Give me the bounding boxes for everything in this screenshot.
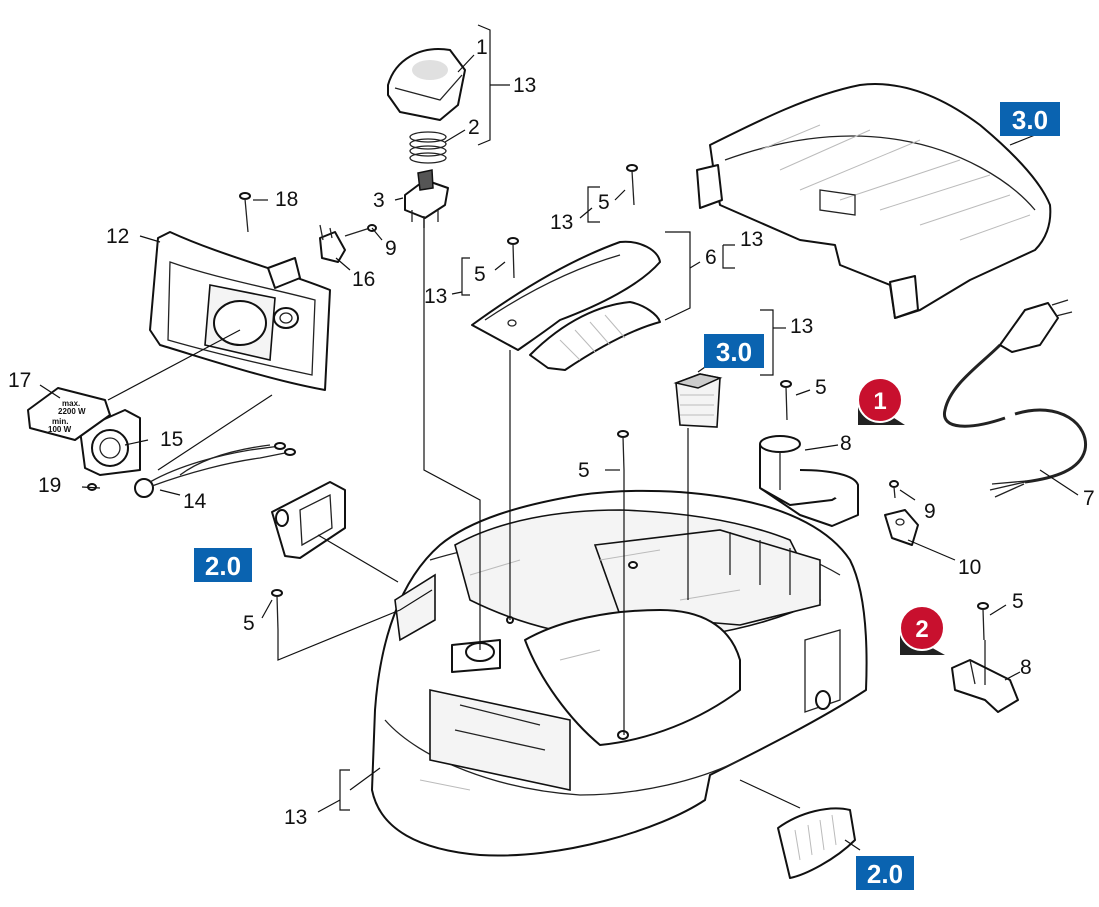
marker-2: 2 — [899, 605, 945, 655]
callout-8-a: 8 — [840, 432, 852, 455]
marker-2-text: 2 — [915, 616, 928, 643]
callout-14: 14 — [183, 490, 207, 513]
badge-3-0-mid-text: 3.0 — [716, 337, 752, 367]
callout-18: 18 — [275, 188, 298, 211]
handle-cover-upper — [471, 240, 661, 351]
callout-10: 10 — [958, 556, 981, 579]
badge-2-0-left[interactable]: 2.0 — [194, 548, 252, 582]
callout-9-b: 9 — [924, 500, 936, 523]
screw-9-right — [889, 480, 899, 499]
callout-5-e: 5 — [1012, 590, 1024, 613]
push-switch — [404, 169, 449, 228]
callout-12: 12 — [106, 225, 129, 248]
callout-5-a: 5 — [598, 191, 610, 214]
screw-18 — [239, 192, 251, 233]
marker-1-text: 1 — [873, 388, 886, 415]
badge-3-0-top-text: 3.0 — [1012, 105, 1048, 135]
callout-13-d: 13 — [790, 315, 813, 338]
badge-3-0-mid[interactable]: 3.0 — [704, 334, 764, 368]
callout-5-f: 5 — [243, 612, 255, 635]
callout-16: 16 — [352, 268, 375, 291]
screw-5-right — [780, 380, 792, 421]
callout-13-c: 13 — [740, 228, 763, 251]
badge-2-0-bottom[interactable]: 2.0 — [856, 856, 914, 890]
screw-5-lower-left — [271, 589, 283, 631]
callout-8-b: 8 — [1020, 656, 1032, 679]
holder-clip — [884, 509, 919, 546]
socket-cap: max. 2200 W min. 100 W — [27, 387, 111, 441]
power-cable — [943, 299, 1088, 498]
badge-2-0-left-text: 2.0 — [205, 551, 241, 581]
callout-labels: 1 2 3 13 18 12 9 16 13 5 5 13 6 13 13 5 … — [8, 36, 1095, 829]
base-housing — [371, 489, 868, 857]
callout-13-a: 13 — [550, 211, 573, 234]
handle-cover-lower — [529, 301, 661, 371]
callout-17: 17 — [8, 369, 31, 392]
screw-5-lower-right — [977, 602, 989, 641]
cable-clamp — [759, 435, 859, 527]
callout-1: 1 — [476, 36, 488, 59]
callout-7: 7 — [1083, 487, 1095, 510]
callout-5-b: 5 — [474, 263, 486, 286]
cap-label-min-value: 100 W — [48, 425, 72, 434]
callout-13-e: 13 — [284, 806, 307, 829]
callout-19: 19 — [38, 474, 61, 497]
callout-3: 3 — [373, 189, 385, 212]
side-panel-left — [271, 481, 346, 559]
rear-grille — [777, 807, 856, 879]
screw-5-top — [626, 164, 638, 206]
cap-label-max-value: 2200 W — [58, 407, 86, 416]
marker-1: 1 — [857, 377, 905, 425]
switch-panel — [149, 231, 331, 391]
cap-label-max: max. — [62, 399, 80, 408]
badge-3-0-top[interactable]: 3.0 — [1000, 102, 1060, 136]
callout-9-top: 9 — [385, 237, 397, 260]
callout-5-c: 5 — [815, 376, 827, 399]
microswitch — [319, 224, 377, 263]
screw-5-left — [507, 237, 519, 279]
bracket-lower — [951, 659, 1019, 713]
callout-6: 6 — [705, 246, 717, 269]
callout-15: 15 — [160, 428, 183, 451]
callout-5-d: 5 — [578, 459, 590, 482]
callout-13-top: 13 — [513, 74, 536, 97]
button-cap — [387, 48, 466, 121]
top-cover — [696, 83, 1052, 319]
button-spring — [409, 131, 447, 164]
indicator-lamp — [134, 442, 296, 498]
capacitor-box — [673, 373, 723, 428]
callout-2: 2 — [468, 116, 480, 139]
badge-2-0-bottom-text: 2.0 — [867, 859, 903, 889]
callout-13-b: 13 — [424, 285, 447, 308]
screw-5-mid — [617, 430, 629, 471]
cap-label-min: min. — [52, 417, 68, 426]
